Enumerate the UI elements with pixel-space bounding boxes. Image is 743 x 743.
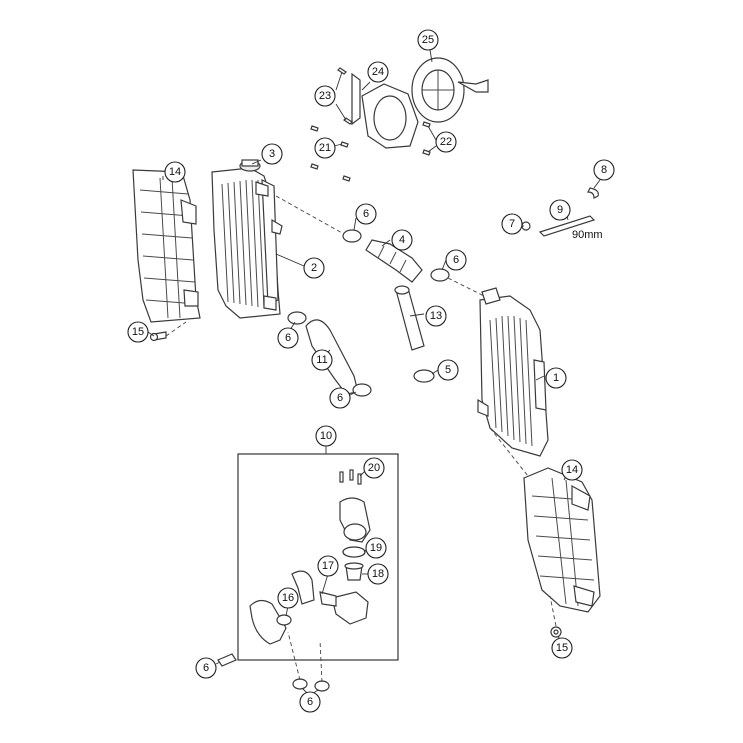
right-radiator[interactable] <box>477 287 549 457</box>
callout-11[interactable]: 11 <box>311 349 333 371</box>
callout-14-right[interactable]: 14 <box>561 459 583 481</box>
svg-text:23: 23 <box>319 90 331 102</box>
svg-text:17: 17 <box>322 560 334 572</box>
thermostat-screws[interactable] <box>339 469 362 485</box>
thermostat-o-ring[interactable] <box>342 546 366 558</box>
callout-6-clamp-lower[interactable]: 6 <box>329 387 351 409</box>
callout-19[interactable]: 19 <box>365 537 387 559</box>
svg-text:9: 9 <box>557 204 563 216</box>
hose-clamp[interactable] <box>342 229 362 243</box>
hose-clamp[interactable] <box>430 268 450 282</box>
callout-8[interactable]: 8 <box>593 159 615 181</box>
radiator-cap[interactable] <box>239 159 261 172</box>
callout-22[interactable]: 22 <box>435 131 457 153</box>
svg-text:22: 22 <box>440 136 452 148</box>
callout-3[interactable]: 3 <box>261 143 283 165</box>
svg-text:15: 15 <box>556 642 568 654</box>
svg-text:6: 6 <box>363 208 369 220</box>
callout-15-right[interactable]: 15 <box>551 637 573 659</box>
svg-text:6: 6 <box>285 332 291 344</box>
hose-clamp[interactable] <box>352 383 372 397</box>
svg-text:6: 6 <box>307 696 313 708</box>
svg-text:6: 6 <box>453 254 459 266</box>
svg-text:21: 21 <box>319 142 331 154</box>
callout-21[interactable]: 21 <box>314 137 336 159</box>
left-radiator[interactable] <box>211 167 283 319</box>
svg-text:8: 8 <box>601 164 607 176</box>
callout-6-plug[interactable]: 6 <box>195 657 217 679</box>
svg-text:6: 6 <box>203 662 209 674</box>
fan-shroud[interactable] <box>351 72 419 149</box>
callout-7[interactable]: 7 <box>501 213 523 235</box>
upper-radiator-hose[interactable] <box>365 239 423 283</box>
svg-text:4: 4 <box>399 234 405 246</box>
svg-text:10: 10 <box>320 430 332 442</box>
svg-text:1: 1 <box>553 372 559 384</box>
callout-2[interactable]: 2 <box>303 257 325 279</box>
callout-6-clamp-left[interactable]: 6 <box>277 327 299 349</box>
thermostat-housing[interactable] <box>319 591 369 625</box>
left-radiator-louver[interactable] <box>132 169 201 323</box>
callout-1[interactable]: 1 <box>545 367 567 389</box>
svg-text:6: 6 <box>337 392 343 404</box>
svg-text:19: 19 <box>370 542 382 554</box>
thermostat-hose[interactable] <box>249 570 315 645</box>
svg-text:7: 7 <box>509 218 515 230</box>
thermostat[interactable] <box>344 562 364 581</box>
callout-9[interactable]: 9 <box>549 199 571 221</box>
callout-23[interactable]: 23 <box>314 85 336 107</box>
svg-text:25: 25 <box>422 34 434 46</box>
fan-screws[interactable] <box>310 67 431 182</box>
callout-20[interactable]: 20 <box>363 457 385 479</box>
screw-left-guard[interactable] <box>149 331 167 342</box>
callout-16[interactable]: 16 <box>277 587 299 609</box>
svg-text:14: 14 <box>566 464 578 476</box>
callout-6-clamp-upper[interactable]: 6 <box>355 203 377 225</box>
callout-17[interactable]: 17 <box>317 555 339 577</box>
leader-lines <box>147 49 601 695</box>
svg-text:5: 5 <box>445 364 451 376</box>
svg-text:14: 14 <box>169 166 181 178</box>
hose-clamp[interactable] <box>287 311 307 325</box>
callout-10[interactable]: 10 <box>315 425 337 447</box>
callout-24[interactable]: 24 <box>367 61 389 83</box>
svg-text:16: 16 <box>282 592 294 604</box>
callout-25[interactable]: 25 <box>417 29 439 51</box>
callout-14-left[interactable]: 14 <box>164 161 186 183</box>
coolant-pipe[interactable] <box>394 285 425 351</box>
callout-4[interactable]: 4 <box>391 229 413 251</box>
cooling-fan[interactable] <box>411 57 489 123</box>
callout-13[interactable]: 13 <box>425 305 447 327</box>
thermostat-kit-frame <box>237 453 399 661</box>
vent-hose[interactable] <box>521 187 599 237</box>
hose-clamp-small[interactable] <box>413 369 435 383</box>
callout-18[interactable]: 18 <box>367 563 389 585</box>
svg-text:24: 24 <box>372 66 384 78</box>
right-radiator-louver[interactable] <box>523 467 601 613</box>
callout-15-left[interactable]: 15 <box>127 321 149 343</box>
svg-text:13: 13 <box>430 310 442 322</box>
thermostat-housing-cover[interactable] <box>339 497 371 543</box>
hose-clamp-pair[interactable] <box>292 678 330 692</box>
callout-6-clamp-right[interactable]: 6 <box>445 249 467 271</box>
hose-length-note: 90mm <box>572 229 603 241</box>
svg-text:20: 20 <box>368 462 380 474</box>
svg-text:2: 2 <box>311 262 317 274</box>
svg-text:18: 18 <box>372 568 384 580</box>
callout-6-clamp-pair[interactable]: 6 <box>299 691 321 713</box>
screw-right-guard[interactable] <box>550 626 562 638</box>
svg-text:11: 11 <box>316 354 327 366</box>
svg-text:15: 15 <box>132 326 144 338</box>
svg-text:3: 3 <box>269 148 275 160</box>
hose-plug[interactable] <box>217 653 237 667</box>
callout-5[interactable]: 5 <box>437 359 459 381</box>
